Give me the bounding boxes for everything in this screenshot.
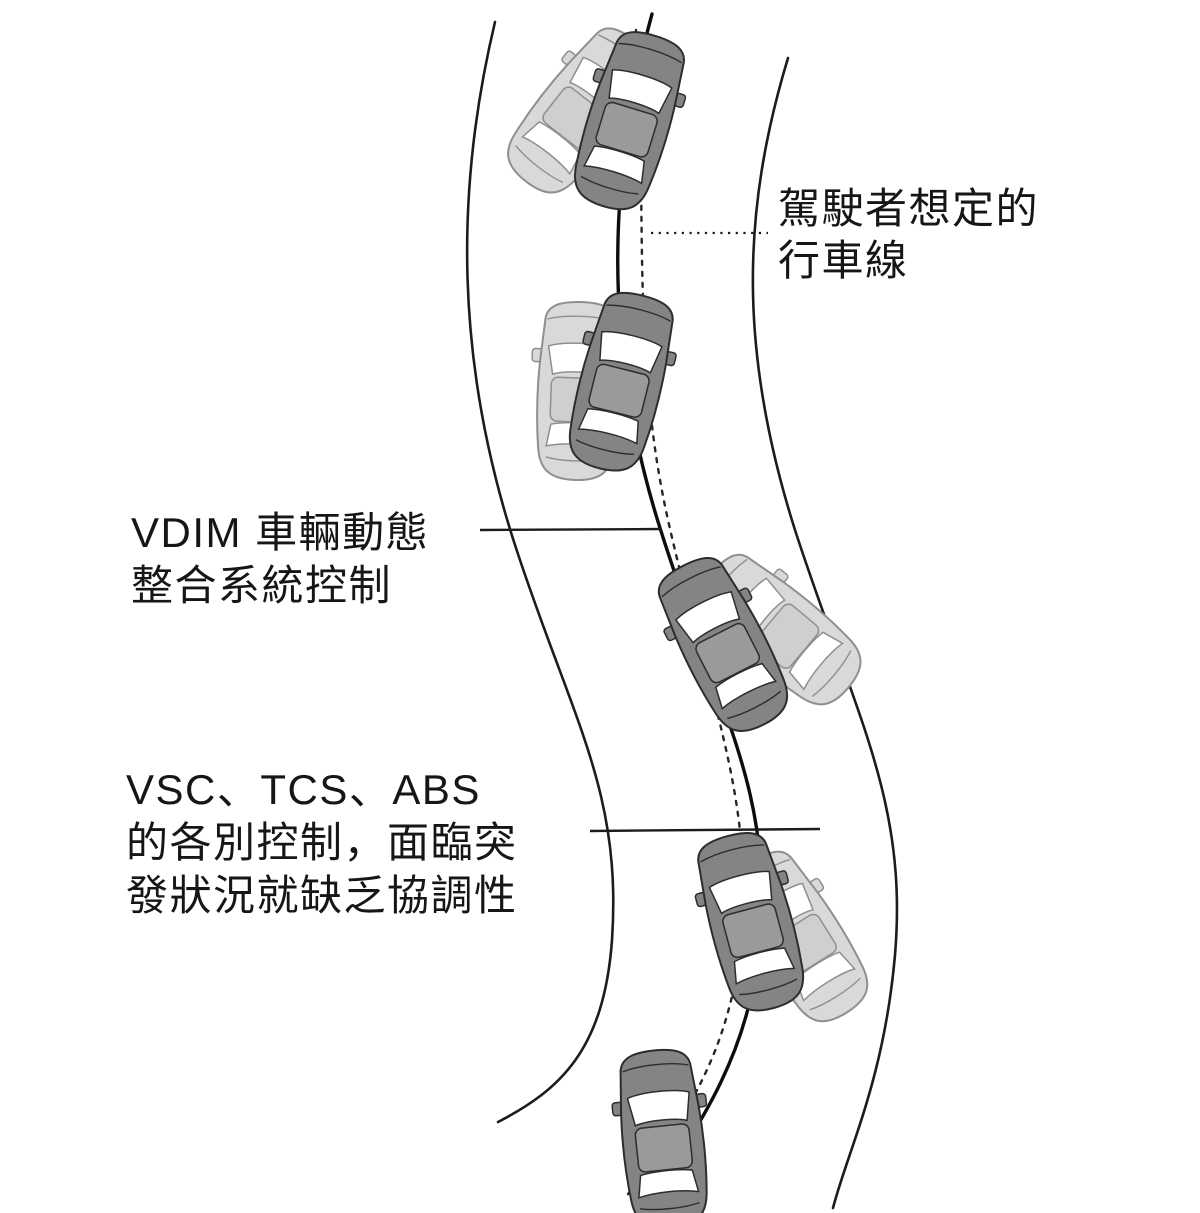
road [465, 12, 899, 1212]
label-driver-line-row2: 行車線 [778, 237, 909, 284]
label-vdim-row2: 整合系統控制 [131, 562, 392, 609]
road-right-edge [751, 56, 899, 1210]
road-left-edge [465, 20, 615, 1124]
driver-intended-line [623, 28, 745, 1200]
leader-vsc [589, 827, 821, 833]
label-vsc-row3: 發狀況就缺乏協調性 [126, 872, 518, 919]
label-vsc-row2: 的各別控制，面臨突 [126, 819, 518, 866]
label-vsc-row1: VSC、TCS、ABS [126, 766, 481, 813]
label-vdim-row1: VDIM 車輛動態 [131, 509, 429, 556]
vdim-car [605, 1044, 720, 1213]
leader-vdim [479, 527, 662, 532]
label-driver-line-row1: 駕駛者想定的 [778, 185, 1039, 232]
annotations: 駕駛者想定的 行車線 VDIM 車輛動態 整合系統控制 VSC、TCS、ABS … [126, 185, 1039, 919]
